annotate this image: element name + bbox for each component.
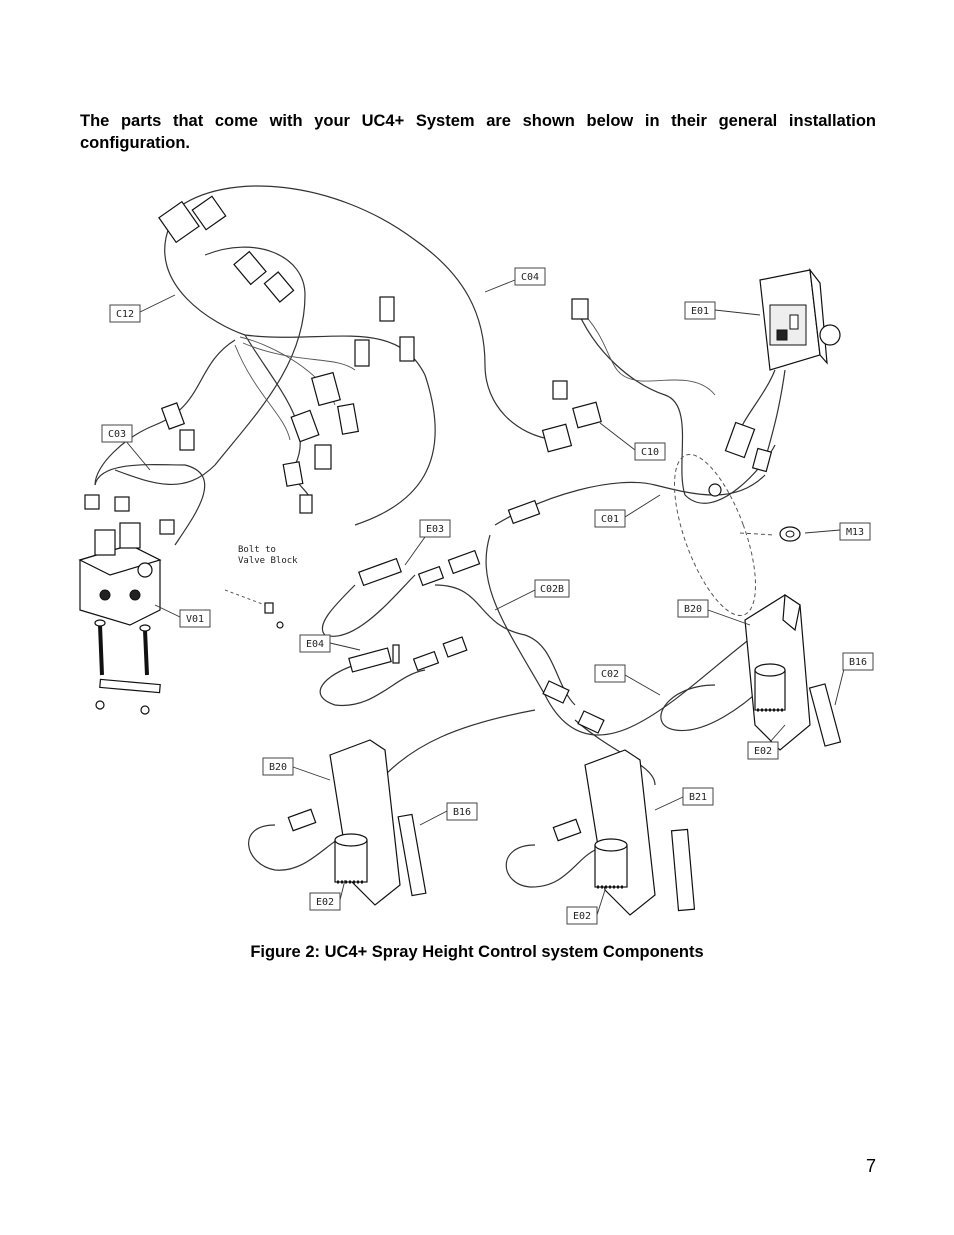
svg-text:C10: C10 bbox=[641, 447, 659, 458]
harness-connectors bbox=[158, 195, 605, 734]
callout-e02-right: E02 bbox=[747, 741, 779, 760]
svg-text:B20: B20 bbox=[269, 762, 287, 773]
svg-text:Valve Block: Valve Block bbox=[238, 556, 298, 566]
svg-text:B16: B16 bbox=[453, 807, 471, 818]
callout-b20-left: B20 bbox=[262, 757, 294, 776]
svg-text:E04: E04 bbox=[306, 639, 324, 650]
callout-c02: C02 bbox=[594, 664, 626, 683]
svg-text:B21: B21 bbox=[689, 792, 707, 803]
svg-text:E01: E01 bbox=[691, 306, 709, 317]
callout-c04: C04 bbox=[514, 267, 546, 286]
intro-paragraph: The parts that come with your UC4+ Syste… bbox=[80, 112, 876, 152]
callout-b21: B21 bbox=[682, 787, 714, 806]
callout-b20-right: B20 bbox=[677, 599, 709, 618]
callout-c12: C12 bbox=[109, 304, 141, 323]
svg-text:M13: M13 bbox=[846, 527, 864, 538]
svg-text:E02: E02 bbox=[573, 911, 591, 922]
svg-text:B20: B20 bbox=[684, 604, 702, 615]
figure-caption: Figure 2: UC4+ Spray Height Control syst… bbox=[250, 943, 704, 961]
uc4-components-diagram: C12 C04 E01 C03 C10 E03 C01 M13 V01 C02B… bbox=[78, 185, 874, 925]
callout-e02-center: E02 bbox=[566, 906, 598, 925]
svg-text:V01: V01 bbox=[186, 614, 204, 625]
e01-control-box bbox=[708, 267, 841, 497]
svg-text:C03: C03 bbox=[108, 429, 126, 440]
v01-valve-block bbox=[78, 494, 175, 715]
bracket-assembly-center bbox=[552, 749, 696, 916]
wiring-harness bbox=[94, 185, 776, 888]
callout-c10: C10 bbox=[634, 442, 666, 461]
e04-sensor bbox=[348, 644, 400, 673]
page-number: 7 bbox=[865, 1156, 876, 1176]
svg-text:B16: B16 bbox=[849, 657, 867, 668]
svg-text:E02: E02 bbox=[316, 897, 334, 908]
callout-c03: C03 bbox=[101, 424, 133, 443]
svg-text:E03: E03 bbox=[426, 524, 444, 535]
callout-c02b: C02B bbox=[534, 579, 570, 598]
svg-text:Bolt to: Bolt to bbox=[238, 545, 276, 555]
callout-e01: E01 bbox=[684, 301, 716, 320]
callout-m13: M13 bbox=[839, 522, 871, 541]
svg-text:E02: E02 bbox=[754, 746, 772, 757]
callout-v01: V01 bbox=[179, 609, 211, 628]
leader-lines bbox=[124, 279, 846, 916]
bracket-assembly-left bbox=[287, 739, 427, 906]
callout-b16-left: B16 bbox=[446, 802, 478, 821]
callout-b16-right: B16 bbox=[842, 652, 874, 671]
callout-e04: E04 bbox=[299, 634, 331, 653]
svg-text:C04: C04 bbox=[521, 272, 539, 283]
callout-e02-left: E02 bbox=[309, 892, 341, 911]
callout-e03: E03 bbox=[419, 519, 451, 538]
svg-text:C02B: C02B bbox=[540, 584, 564, 595]
bracket-assembly-right bbox=[744, 593, 842, 751]
bolt-note: Bolt to Valve Block bbox=[238, 545, 298, 566]
m13-grommet bbox=[779, 526, 801, 542]
callout-c01: C01 bbox=[594, 509, 626, 528]
bolt-hardware bbox=[264, 602, 284, 629]
svg-text:C12: C12 bbox=[116, 309, 134, 320]
svg-text:C01: C01 bbox=[601, 514, 619, 525]
svg-text:C02: C02 bbox=[601, 669, 619, 680]
e03-sensor bbox=[358, 557, 402, 587]
